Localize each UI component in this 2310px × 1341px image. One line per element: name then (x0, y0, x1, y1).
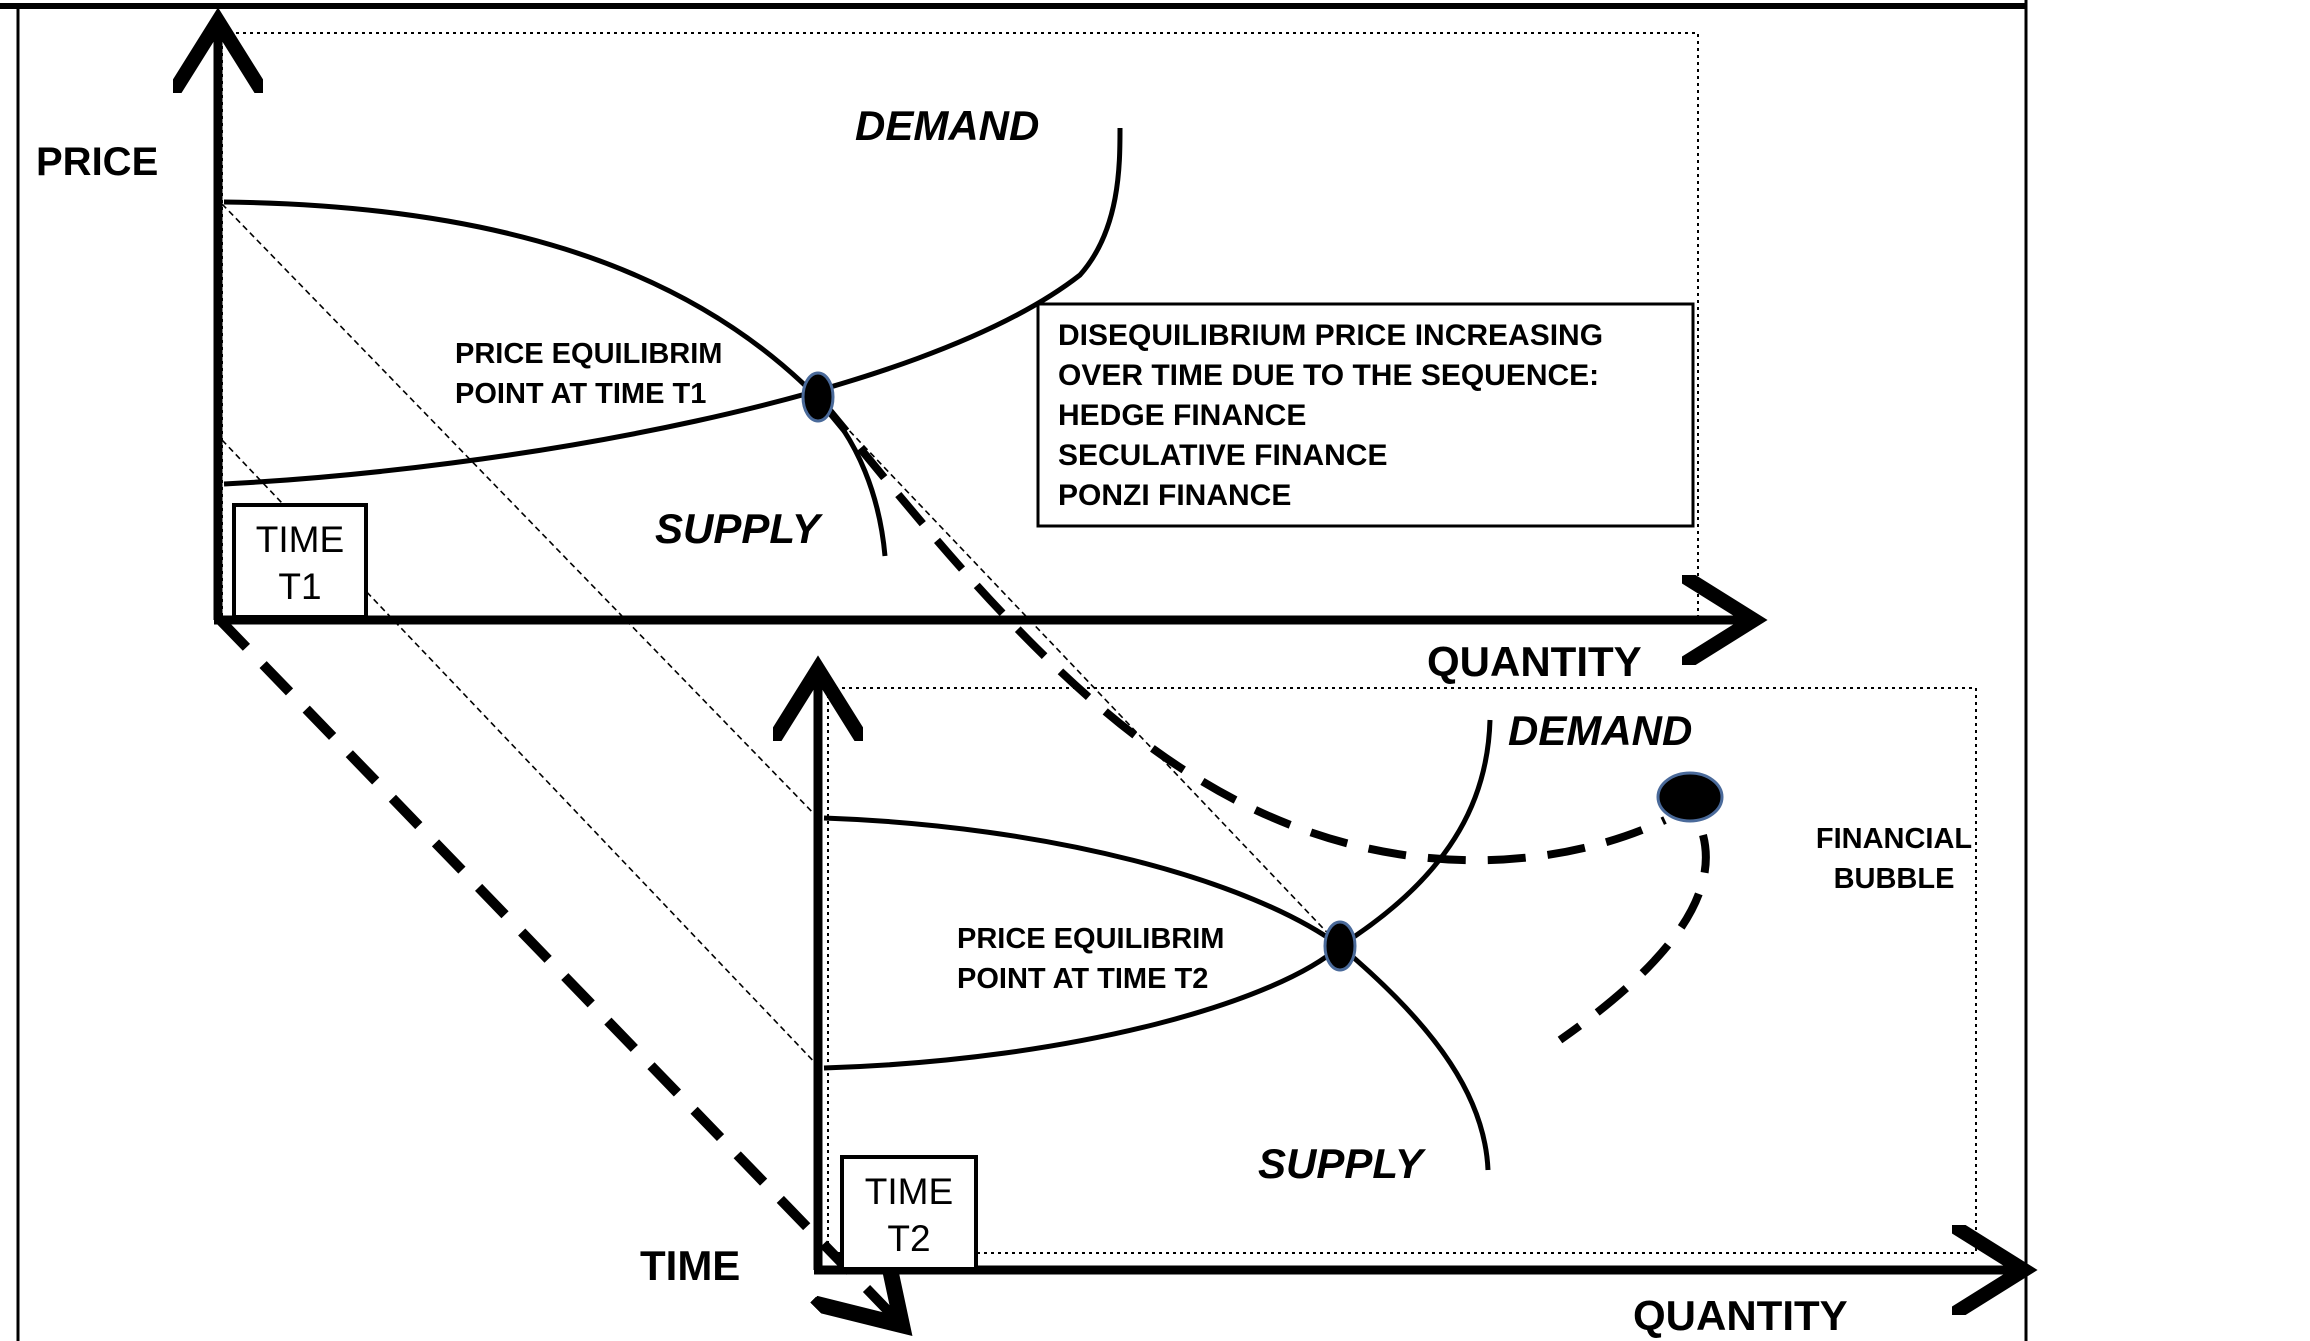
outer-frame (0, 0, 2028, 1341)
financial-bubble-point (1656, 771, 1724, 823)
t2-demand-label: DEMAND (1508, 707, 1692, 754)
note-line-3: HEDGE FINANCE (1058, 399, 1306, 432)
t2-time-box-line2: T2 (887, 1218, 930, 1259)
note-line-5: PONZI FINANCE (1058, 479, 1291, 512)
t2-time-box (840, 1155, 978, 1271)
t2-supply-label: SUPPLY (1258, 1140, 1427, 1187)
disequilibrium-note-box (1036, 302, 1695, 528)
bubble-burst-path (1557, 833, 1710, 1044)
t1-time-box-line1: TIME (256, 519, 344, 560)
t2-quantity-axis-label: QUANTITY (1633, 1292, 1848, 1339)
t2-time-box-line1: TIME (865, 1171, 953, 1212)
t1-quantity-axis-label: QUANTITY (1427, 638, 1642, 685)
time-axis (216, 616, 895, 1318)
price-axis-label: PRICE (36, 140, 158, 184)
t1-demand-label: DEMAND (855, 102, 1039, 149)
t2-equilibrium-label-line2: POINT AT TIME T2 (957, 963, 1208, 995)
note-line-2: OVER TIME DUE TO THE SEQUENCE: (1058, 359, 1599, 392)
t1-equilibrium-label-line1: PRICE EQUILIBRIM (455, 338, 722, 370)
t1-supply-label: SUPPLY (655, 505, 824, 552)
t2-equilibrium-point (1323, 920, 1357, 972)
t2-equilibrium-label-line1: PRICE EQUILIBRIM (957, 923, 1224, 955)
t1-time-box (232, 503, 368, 619)
t1-equilibrium-label-line2: POINT AT TIME T1 (455, 378, 706, 410)
t1-equilibrium-point (801, 371, 835, 423)
t2-dotted-frame (827, 687, 1977, 1254)
bubble-label-line1: FINANCIAL (1816, 823, 1972, 855)
bubble-label-line2: BUBBLE (1834, 863, 1955, 895)
t1-demand-curve (223, 127, 1123, 487)
note-line-1: DISEQUILIBRIUM PRICE INCREASING (1058, 319, 1603, 352)
t2-supply-curve (823, 815, 1491, 1171)
time-axis-label: TIME (640, 1242, 740, 1289)
t2-demand-curve (823, 719, 1493, 1071)
note-line-4: SECULATIVE FINANCE (1058, 439, 1387, 472)
t1-time-box-line2: T1 (278, 566, 321, 607)
t1-supply-curve (223, 199, 888, 557)
